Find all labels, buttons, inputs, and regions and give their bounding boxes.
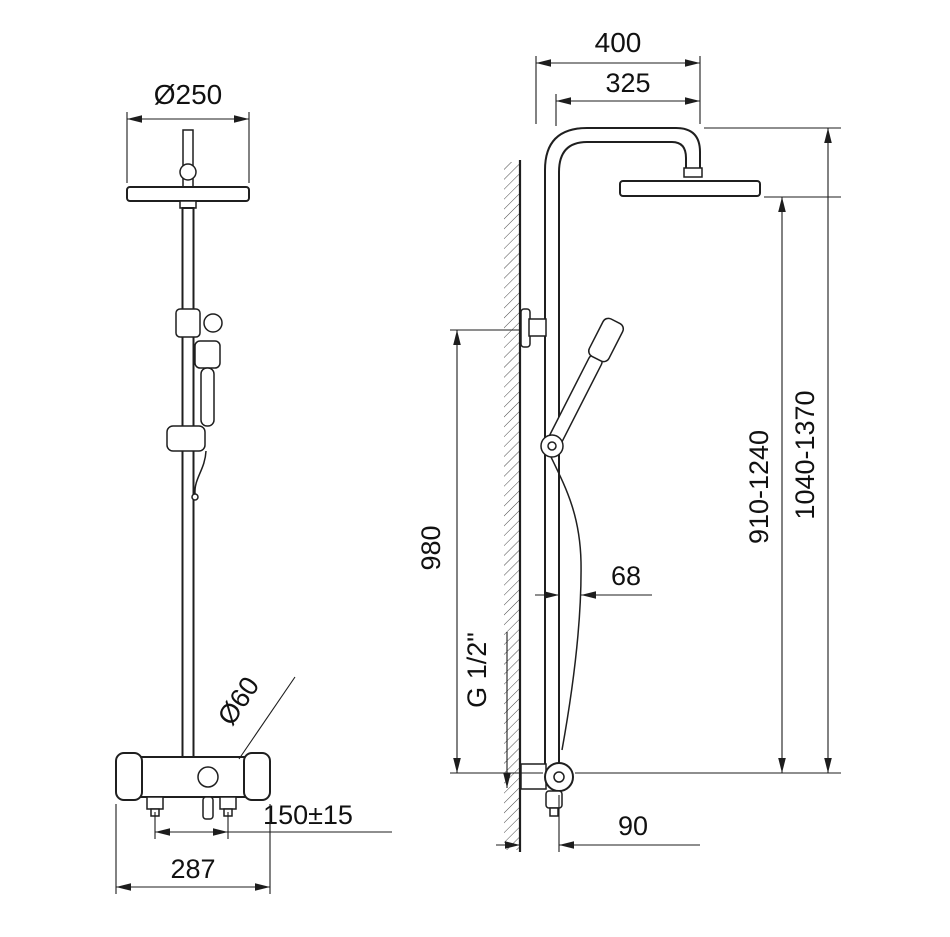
- dim-arm-projection: 325: [605, 68, 650, 98]
- dim-holder-offset: 68: [611, 561, 641, 591]
- hand-shower-side: [547, 317, 625, 448]
- hand-shower-handle-front: [200, 367, 215, 427]
- dim-overall-width: 287: [170, 854, 215, 884]
- holder-bracket: [175, 308, 201, 338]
- hand-shower-head-front: [194, 340, 221, 369]
- dim-overall-height-range: 1040-1370: [790, 390, 820, 519]
- riser-pipe-inner: [558, 141, 687, 764]
- dim-wall-to-head: 400: [595, 27, 642, 58]
- mixer-boss: [197, 766, 219, 788]
- mixer-body: [139, 756, 247, 798]
- dim-riser-length: 980: [416, 525, 446, 570]
- shower-hose-side: [550, 456, 582, 751]
- front-view: [115, 129, 271, 820]
- wall-bracket-arm: [528, 318, 547, 337]
- hose-end: [191, 493, 199, 501]
- holder-pivot-center: [547, 441, 557, 451]
- outlet-nipple: [549, 807, 559, 817]
- dim-head-height-range: 910-1240: [744, 430, 774, 544]
- mixer-lever: [202, 796, 214, 820]
- inlet-port-right: [219, 796, 237, 810]
- ball-joint: [179, 163, 197, 181]
- inlet-port-left: [146, 796, 164, 810]
- holder-knob: [203, 313, 223, 333]
- hand-shower-head-side: [588, 317, 625, 363]
- riser-pipe-outer: [544, 127, 701, 764]
- mixer-right-handle: [243, 752, 271, 801]
- dim-inlet-spacing: 150±15: [263, 800, 353, 830]
- shower-head-side: [619, 180, 761, 197]
- outlet-cap-center: [553, 771, 565, 783]
- head-connector: [179, 200, 197, 209]
- wall-elbow: [520, 763, 547, 790]
- outlet-down: [545, 790, 563, 809]
- dim-outlet-offset: 90: [618, 811, 648, 841]
- slider-clamp: [166, 425, 206, 452]
- mixer-left-handle: [115, 752, 143, 801]
- head-neck: [683, 167, 703, 178]
- side-view-dimensions: 400 325 980 68 G 1/2" 910-1240 1040-1370…: [416, 27, 841, 852]
- riser-pole-front: [181, 207, 195, 758]
- front-view-dimensions: Ø250 Ø60 150±15 287: [115, 79, 392, 894]
- shower-head-front: [126, 186, 250, 202]
- dim-connection-thread: G 1/2": [462, 632, 492, 708]
- wall-hatching: [504, 162, 520, 850]
- side-view: [504, 127, 761, 852]
- dim-head-diameter: Ø250: [154, 79, 223, 110]
- shower-hose-front: [194, 450, 207, 495]
